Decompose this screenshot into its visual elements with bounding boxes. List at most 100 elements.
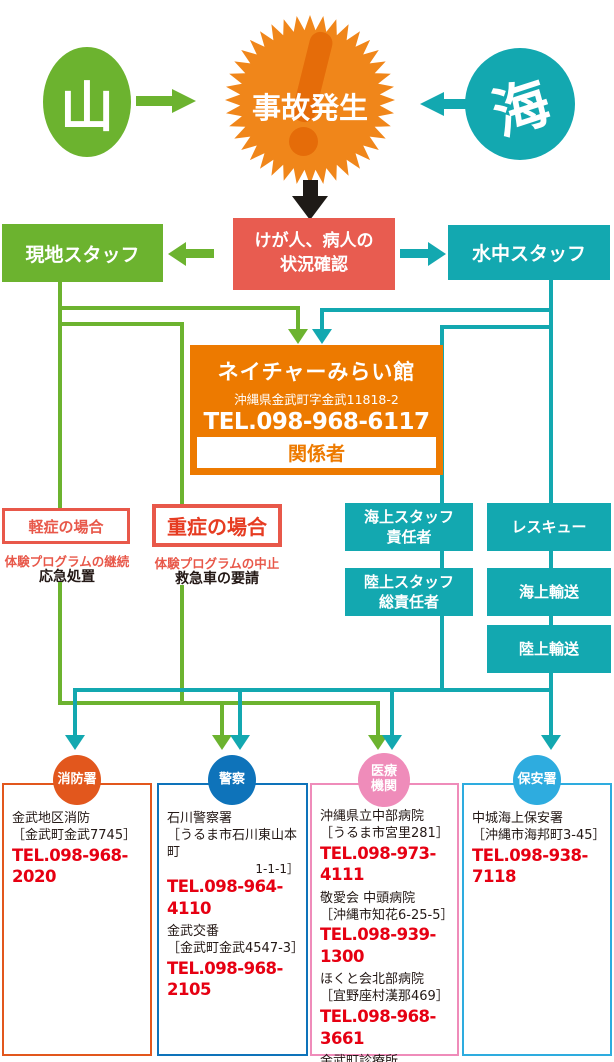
green-arrow-to-facility-icon (288, 329, 308, 344)
police1-address2: 1-1-1］ (255, 861, 299, 876)
medical4-name: 金武町診療所 (320, 1053, 399, 1062)
teal-horizontal-1 (320, 308, 553, 312)
medical3-tel: TEL.098-968-3661 (320, 1007, 436, 1048)
medical2-name: 敬愛会 中頭病院 (320, 890, 416, 906)
medical3-name: ほくと会北部病院 (320, 972, 425, 988)
coast-guard-circle: 保安署 (513, 755, 561, 805)
related-persons-box: 関係者 (197, 437, 436, 468)
to-local-arrow-shaft (186, 249, 214, 258)
green-arrow1-shaft (296, 306, 300, 330)
coast-name: 中城海上保安署 (472, 811, 564, 826)
police2-name: 金武交番 (167, 923, 220, 939)
teal-link-3 (549, 551, 553, 568)
medical-entry-4: 金武町診療所 ［金武町金武94］ TEL.098-968-2145 (320, 1054, 450, 1062)
minor-case-box: 軽症の場合 (2, 508, 130, 544)
water-staff-label: 水中スタッフ (471, 243, 586, 265)
teal-link-5 (549, 673, 553, 690)
to-water-arrow-icon (428, 242, 446, 266)
severe-action1: 体験プログラムの中止 (154, 556, 280, 571)
severe-case-box: 重症の場合 (152, 504, 282, 547)
green-lower-vertical-2 (180, 585, 184, 705)
fire-name: 金武地区消防 (12, 811, 91, 826)
teal-police-arrow-icon (230, 735, 250, 750)
teal-horizontal-2 (440, 325, 553, 329)
accident-label: 事故発生 (251, 91, 368, 125)
fire-tel: TEL.098-968-2020 (12, 845, 128, 887)
status-check-box: けが人、病人の 状況確認 (233, 218, 395, 290)
green-police-arrow-shaft (220, 701, 224, 735)
facility-address: 沖縄県金武町字金武11818-2 (234, 392, 399, 407)
accident-starburst: 事故発生 (225, 15, 395, 185)
sea-arrow-shaft (444, 99, 470, 109)
sea-transport-box: 海上輸送 (487, 568, 611, 616)
teal-medical-arrow-icon (382, 735, 402, 750)
teal-coast-arrow-icon (541, 735, 561, 750)
mountain-arrow-shaft (136, 96, 172, 106)
teal-medical-arrow-shaft (390, 688, 394, 735)
teal-arrow-to-facility-icon (312, 329, 332, 344)
green-main-vertical (58, 282, 62, 508)
medical2-address: ［沖縄市知花6-25-5］ (320, 907, 454, 923)
coast-address: ［沖縄市海邦町3-45］ (472, 827, 606, 843)
green-severe-vertical (180, 322, 184, 504)
medical-label-line1: 医療 (370, 764, 397, 780)
police2-address: ［金武町金武4547-3］ (167, 940, 305, 956)
sea-staff-leader-box: 海上スタッフ 責任者 (345, 503, 473, 551)
status-check-label: けが人、病人の 状況確認 (255, 230, 374, 278)
medical1-address: ［うるま市宮里281］ (320, 825, 449, 841)
police-contact-box: 石川警察署 ［うるま市石川東山本町 1-1-1］ TEL.098-964-411… (157, 783, 308, 1056)
teal-arrow1-shaft (320, 308, 324, 329)
land-transport-box: 陸上輸送 (487, 625, 611, 673)
water-staff-box: 水中スタッフ (448, 225, 610, 280)
teal-link-4 (549, 616, 553, 625)
medical1-name: 沖縄県立中部病院 (320, 809, 425, 824)
teal-link-2 (440, 616, 444, 692)
sea-staff-leader-line2: 責任者 (386, 528, 432, 546)
facility-box: ネイチャーみらい館 沖縄県金武町字金武11818-2 TEL.098-968-6… (190, 345, 443, 475)
green-horizontal-2 (58, 322, 184, 326)
mountain-circle: 山 (43, 47, 131, 157)
to-local-arrow-icon (168, 242, 186, 266)
sea-staff-leader-label: 海上スタッフ 責任者 (364, 507, 454, 548)
black-arrow-icon (292, 196, 328, 220)
green-police-arrow-icon (212, 735, 232, 750)
teal-main-vertical (549, 280, 553, 503)
fire-station-circle: 消防署 (53, 755, 101, 805)
fire-entry: 金武地区消防 ［金武町金武7745］ TEL.098-968-2020 (12, 811, 143, 888)
rescue-box: レスキュー (487, 503, 611, 551)
fire-address: ［金武町金武7745］ (12, 827, 137, 843)
medical-circle: 医療 機関 (358, 753, 410, 807)
green-medical-arrow-shaft (376, 701, 380, 735)
medical2-tel: TEL.098-939-1300 (320, 925, 436, 966)
police1-name: 石川警察署 (167, 811, 233, 826)
sea-circle: 海 (465, 48, 575, 160)
police1-tel: TEL.098-964-4110 (167, 877, 283, 918)
coast-contact-box: 中城海上保安署 ［沖縄市海邦町3-45］ TEL.098-938-7118 (462, 783, 612, 1056)
land-staff-leader-line1: 陸上スタッフ (363, 572, 454, 591)
medical-entry-1: 沖縄県立中部病院 ［うるま市宮里281］ TEL.098-973-4111 (320, 809, 450, 886)
coast-tel: TEL.098-938-7118 (472, 845, 588, 887)
teal-fire-arrow-shaft (73, 688, 77, 735)
mountain-label: 山 (60, 75, 114, 139)
police-entry-1: 石川警察署 ［うるま市石川東山本町 1-1-1］ TEL.098-964-411… (167, 811, 299, 919)
land-staff-leader-box: 陸上スタッフ 総責任者 (345, 568, 473, 616)
medical-label-line2: 機関 (370, 779, 397, 794)
to-water-arrow-shaft (400, 249, 428, 258)
medical-entry-3: ほくと会北部病院 ［宜野座村漢那469］ TEL.098-968-3661 (320, 972, 450, 1049)
medical-entry-2: 敬愛会 中頭病院 ［沖縄市知花6-25-5］ TEL.098-939-1300 (320, 890, 454, 968)
medical-circle-label: 医療 機関 (370, 764, 397, 795)
land-staff-leader-line2: 総責任者 (378, 593, 439, 611)
sea-arrow-icon (420, 92, 444, 116)
facility-tel: TEL.098-968-6117 (203, 409, 430, 435)
green-collector-line (58, 701, 380, 705)
green-horizontal-1 (58, 306, 300, 310)
teal-link-1 (440, 551, 444, 568)
minor-action1: 体験プログラムの継続 (4, 554, 130, 569)
medical1-tel: TEL.098-973-4111 (320, 843, 436, 885)
teal-fire-arrow-icon (65, 735, 85, 750)
police-entry-2: 金武交番 ［金武町金武4547-3］ TEL.098-968-2105 (167, 923, 305, 1001)
police2-tel: TEL.098-968-2105 (167, 958, 283, 1000)
local-staff-box: 現地スタッフ (2, 224, 163, 282)
teal-collector-line (73, 688, 553, 692)
